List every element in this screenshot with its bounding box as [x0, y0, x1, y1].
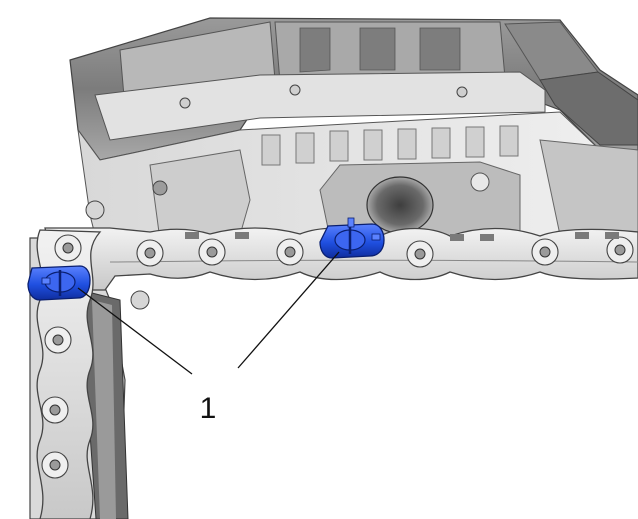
callout-number: 1 [200, 392, 217, 425]
callout-leaders [77, 251, 340, 375]
upper-housing [69, 17, 638, 161]
gasket-flange-vertical [36, 200, 150, 519]
center-gasket-clip [319, 217, 385, 259]
left-gasket-clip [27, 265, 91, 301]
leader-line-center [237, 251, 340, 369]
gasket-flange-horizontal [44, 227, 638, 291]
leader-line-left [77, 287, 193, 375]
pan-body [77, 111, 638, 256]
